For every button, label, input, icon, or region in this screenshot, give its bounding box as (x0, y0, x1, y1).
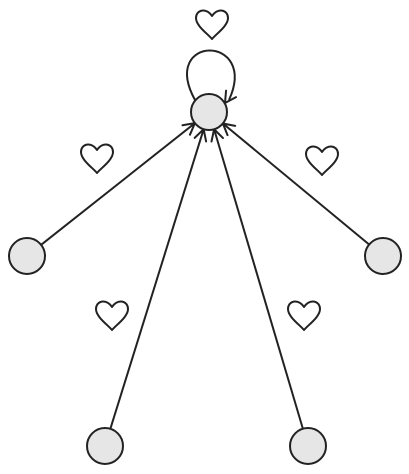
node-left[interactable] (8, 237, 46, 275)
heart-icon (80, 143, 114, 174)
self-loop-edge[interactable] (186, 49, 236, 101)
edge-bottom-left-to-center[interactable] (109, 128, 205, 430)
node-bottom-left[interactable] (86, 427, 124, 465)
edge-left-to-center[interactable] (40, 122, 196, 246)
icons-layer (80, 9, 339, 331)
edges-layer (40, 49, 370, 430)
heart-icon (305, 145, 339, 176)
nodes-layer (8, 93, 402, 465)
node-center[interactable] (190, 93, 228, 131)
heart-icon (287, 300, 321, 331)
edge-right-to-center[interactable] (222, 122, 370, 246)
heart-icon (95, 300, 129, 331)
node-bottom-right[interactable] (289, 427, 327, 465)
heart-icon (195, 9, 229, 40)
edge-bottom-right-to-center[interactable] (213, 128, 304, 430)
node-right[interactable] (364, 237, 402, 275)
